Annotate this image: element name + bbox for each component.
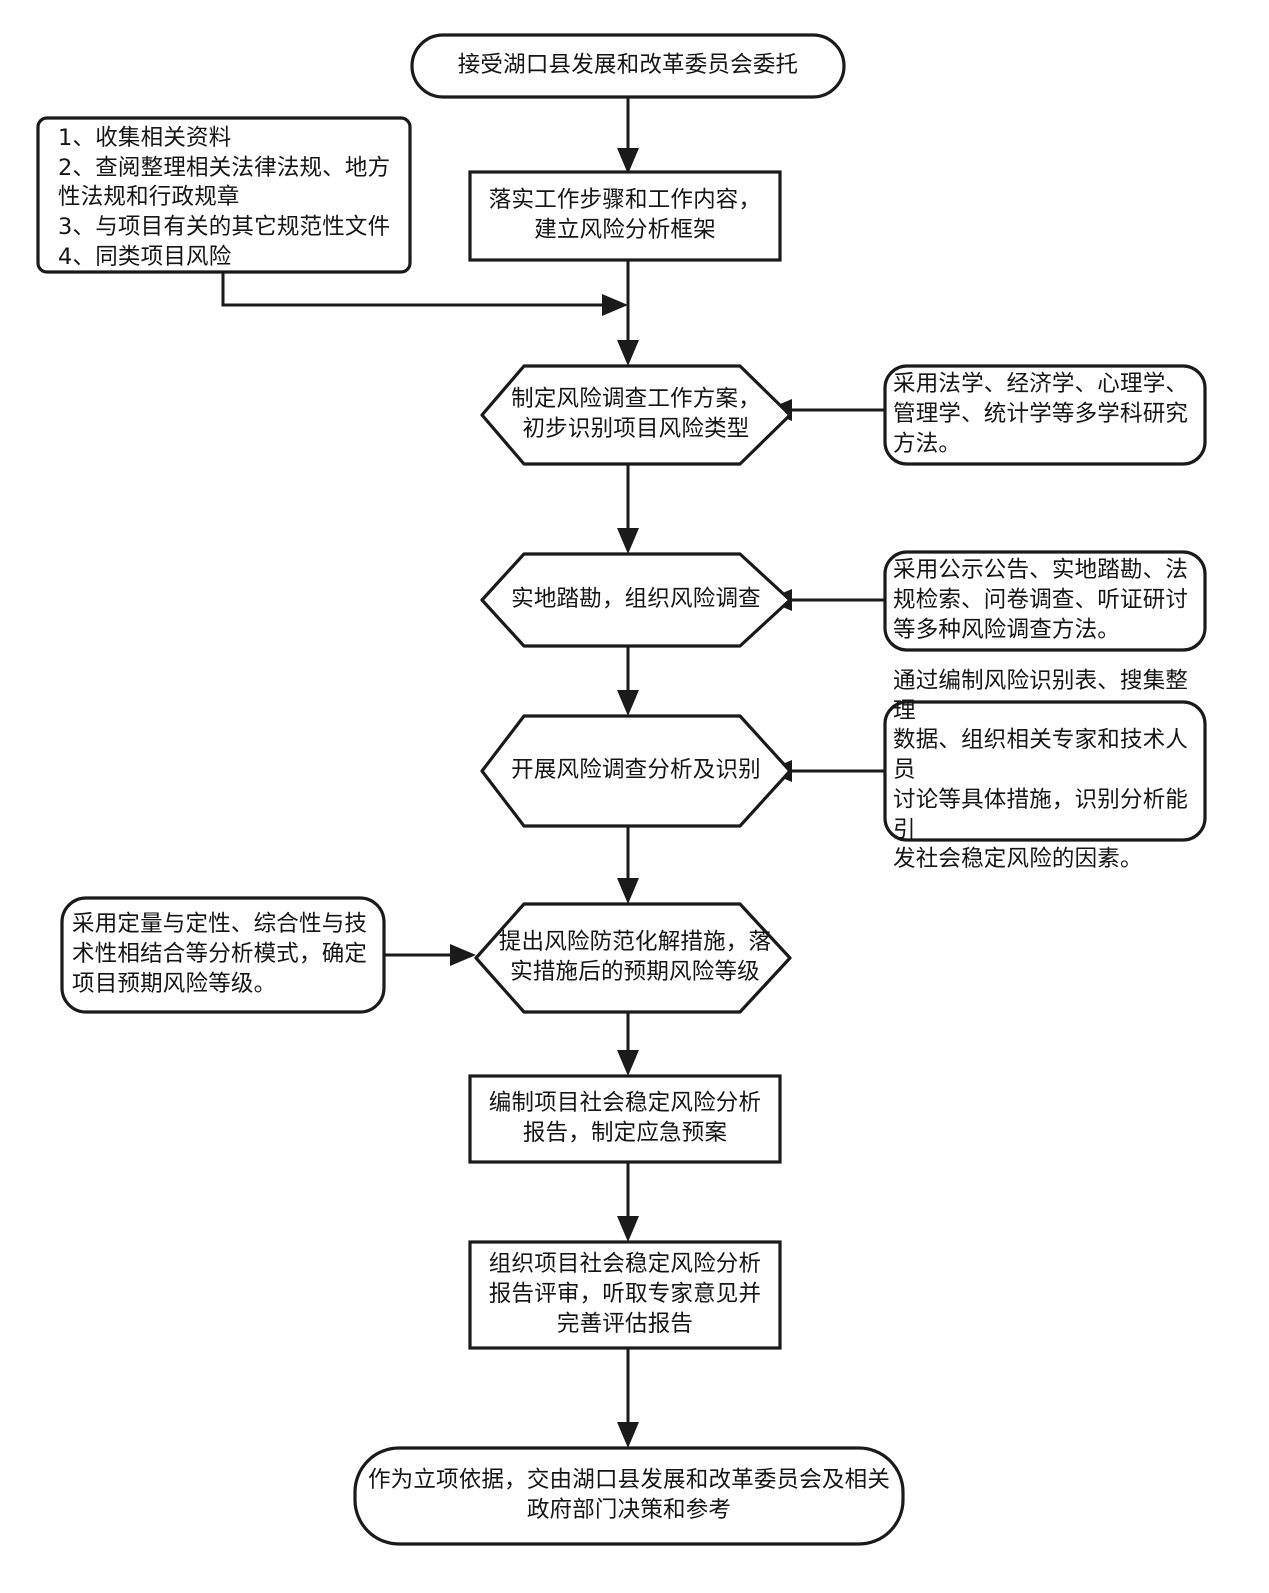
node-step-measures-shape[interactable] — [474, 902, 792, 1014]
connector-survey-to-analysis — [617, 646, 639, 716]
node-data-list-shape[interactable] — [36, 116, 412, 274]
connector-analysis-to-measures — [617, 826, 639, 904]
node-note-identification-shape[interactable] — [883, 700, 1207, 842]
connector-measures-to-report — [617, 1012, 639, 1076]
node-note-quantitative-shape[interactable] — [60, 896, 386, 1014]
node-step-survey-shape[interactable] — [480, 552, 792, 648]
connector-list-to-trunk — [221, 272, 628, 316]
connector-quantitative-to-measures — [383, 944, 476, 966]
connector-plan-to-survey — [617, 464, 639, 554]
connector-start-to-framework — [617, 95, 639, 174]
node-step-report-shape[interactable] — [468, 1074, 782, 1164]
node-step-framework-shape[interactable] — [468, 170, 782, 262]
node-start-shape[interactable] — [410, 33, 846, 99]
node-step-analysis-shape[interactable] — [480, 714, 792, 828]
node-note-survey-methods-shape[interactable] — [883, 550, 1207, 652]
node-end-shape[interactable] — [353, 1446, 905, 1546]
connector-review-to-end — [617, 1348, 639, 1448]
node-step-review-shape[interactable] — [468, 1240, 782, 1350]
node-step-plan-shape[interactable] — [480, 364, 792, 466]
connector-report-to-review — [617, 1162, 639, 1242]
node-note-disciplines-shape[interactable] — [883, 364, 1207, 466]
connector-framework-to-plan — [617, 260, 639, 366]
